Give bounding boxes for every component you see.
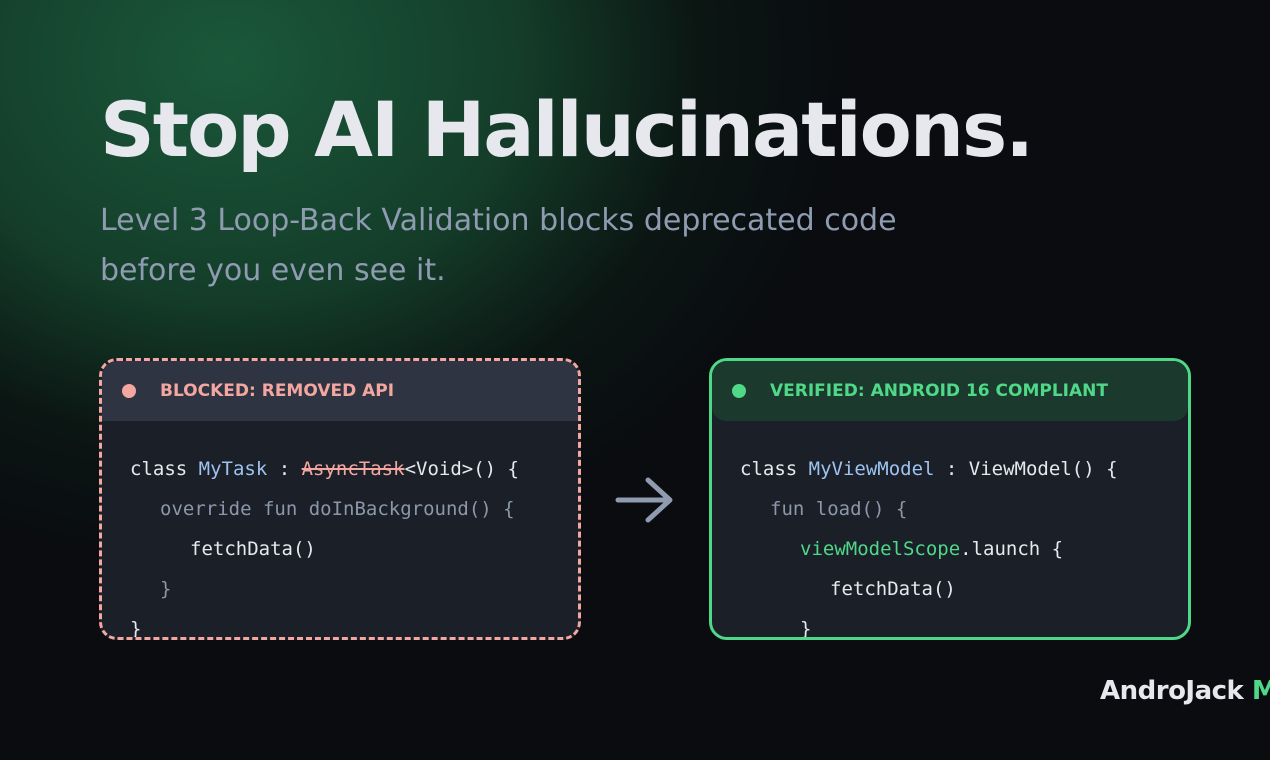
blocked-status-dot-icon bbox=[122, 384, 136, 398]
blocked-code-line: class MyTask : AsyncTask<Void>() { bbox=[130, 449, 519, 489]
blocked-code-token: <Void>() { bbox=[404, 458, 519, 480]
brand-wordmark: AndroJack M bbox=[1100, 676, 1270, 706]
blocked-code-card: BLOCKED: REMOVED API class MyTask : Asyn… bbox=[99, 358, 581, 640]
blocked-code-line: } bbox=[130, 569, 519, 609]
page-headline: Stop AI Hallucinations. bbox=[100, 85, 1034, 174]
page-subtitle: Level 3 Loop-Back Validation blocks depr… bbox=[100, 203, 897, 288]
verified-code-line: fetchData() bbox=[740, 569, 1118, 609]
blocked-card-header: BLOCKED: REMOVED API bbox=[102, 361, 578, 421]
arrow-right-icon bbox=[615, 477, 673, 523]
blocked-code-token: : bbox=[267, 458, 302, 480]
blocked-code-token: MyTask bbox=[198, 458, 268, 480]
blocked-status-label: BLOCKED: REMOVED API bbox=[160, 381, 395, 401]
verified-code-token: .launch { bbox=[960, 538, 1064, 560]
verified-status-label: VERIFIED: ANDROID 16 COMPLIANT bbox=[770, 381, 1108, 401]
verified-code-token: fun load() { bbox=[770, 498, 908, 520]
blocked-code-line: } bbox=[130, 609, 519, 640]
verified-code-token: viewModelScope bbox=[800, 538, 961, 560]
verified-code-card: VERIFIED: ANDROID 16 COMPLIANT class MyV… bbox=[709, 358, 1191, 640]
verified-card-header: VERIFIED: ANDROID 16 COMPLIANT bbox=[712, 361, 1188, 421]
blocked-code-token: AsyncTask bbox=[301, 458, 405, 480]
blocked-code-token: } bbox=[130, 618, 142, 640]
blocked-code-token: fetchData() bbox=[190, 538, 316, 560]
blocked-code-token: class bbox=[130, 458, 199, 480]
blocked-code-snippet: class MyTask : AsyncTask<Void>() { overri… bbox=[130, 449, 519, 640]
blocked-code-token: } bbox=[160, 578, 172, 600]
blocked-code-line: override fun doInBackground() { bbox=[130, 489, 519, 529]
blocked-code-token: override fun doInBackground() { bbox=[160, 498, 515, 520]
verified-code-line: class MyViewModel : ViewModel() { bbox=[740, 449, 1118, 489]
verified-code-token: fetchData() bbox=[830, 578, 956, 600]
brand-name: AndroJack bbox=[1100, 676, 1244, 706]
verified-code-line: viewModelScope.launch { bbox=[740, 529, 1118, 569]
verified-code-line: fun load() { bbox=[740, 489, 1118, 529]
brand-accent: M bbox=[1251, 676, 1270, 706]
verified-code-token: : ViewModel() { bbox=[934, 458, 1118, 480]
verified-status-dot-icon bbox=[732, 384, 746, 398]
blocked-code-line: fetchData() bbox=[130, 529, 519, 569]
verified-code-line: } bbox=[740, 609, 1118, 640]
verified-code-token: class bbox=[740, 458, 809, 480]
verified-code-token: MyViewModel bbox=[808, 458, 935, 480]
verified-code-token: } bbox=[800, 618, 812, 640]
verified-code-snippet: class MyViewModel : ViewModel() { fun loa… bbox=[740, 449, 1118, 640]
